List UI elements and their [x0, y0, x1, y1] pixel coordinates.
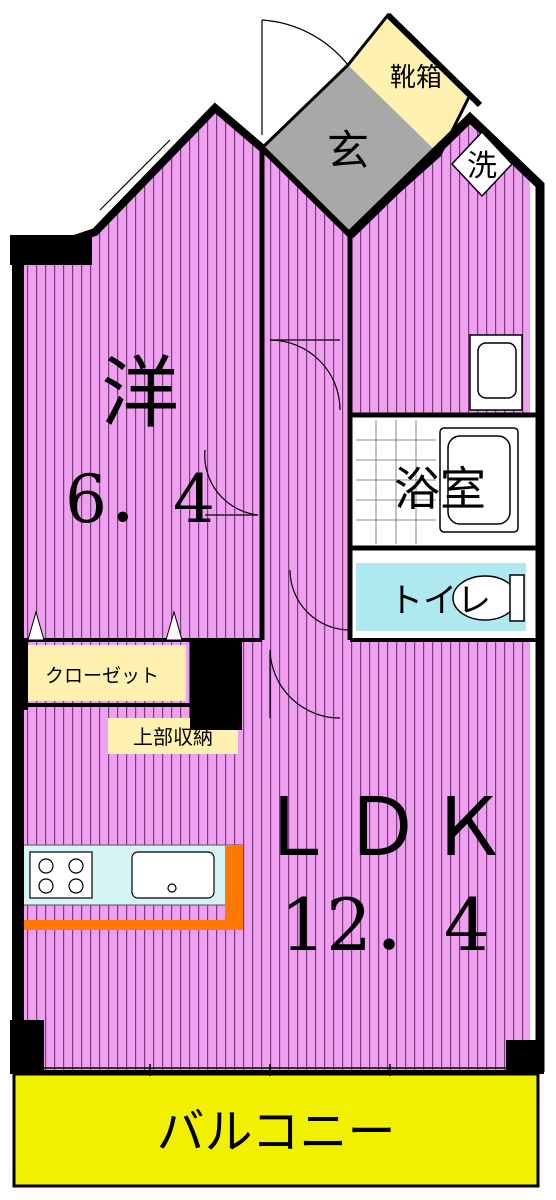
- toilet-label: トイレ: [389, 581, 491, 621]
- sliding-window: [40, 1064, 510, 1076]
- column: [506, 1040, 544, 1074]
- closet-area: [18, 645, 186, 701]
- column: [14, 640, 28, 710]
- counter-edge: [18, 845, 243, 930]
- washbasin-icon: [469, 334, 523, 411]
- entrance-label: 玄: [327, 126, 369, 175]
- bathtub-icon: [439, 427, 519, 533]
- shoe-box-label: 靴箱: [390, 63, 442, 93]
- ldk-size: 12．4: [280, 883, 489, 967]
- corridor-floor: [262, 148, 350, 640]
- western-room-size: 6．4: [65, 461, 215, 538]
- washer-label: 洗: [467, 149, 497, 184]
- balcony-label: バルコニー: [156, 1104, 395, 1160]
- closet-doors: [27, 610, 183, 641]
- column: [10, 235, 92, 265]
- bathroom-label: 浴室: [394, 462, 486, 516]
- western-room-name: 洋: [101, 349, 179, 439]
- stove-icon: [29, 851, 93, 899]
- balcony-area: [14, 1074, 538, 1186]
- closet-label: クローゼット: [45, 665, 159, 687]
- upper-storage-label: 上部収納: [133, 725, 213, 749]
- window: [99, 139, 177, 217]
- sink-icon: [131, 851, 215, 899]
- shoe-box-area: [348, 15, 470, 155]
- ldk-name: ＬＤＫ: [256, 781, 514, 874]
- toilet-bowl-icon: [452, 574, 525, 622]
- washer-icon: [450, 130, 514, 198]
- column: [190, 640, 242, 730]
- column: [10, 1020, 44, 1074]
- shower-tiles: [356, 420, 436, 544]
- door-swings: [204, 19, 351, 719]
- balcony-border: [12, 1072, 540, 1188]
